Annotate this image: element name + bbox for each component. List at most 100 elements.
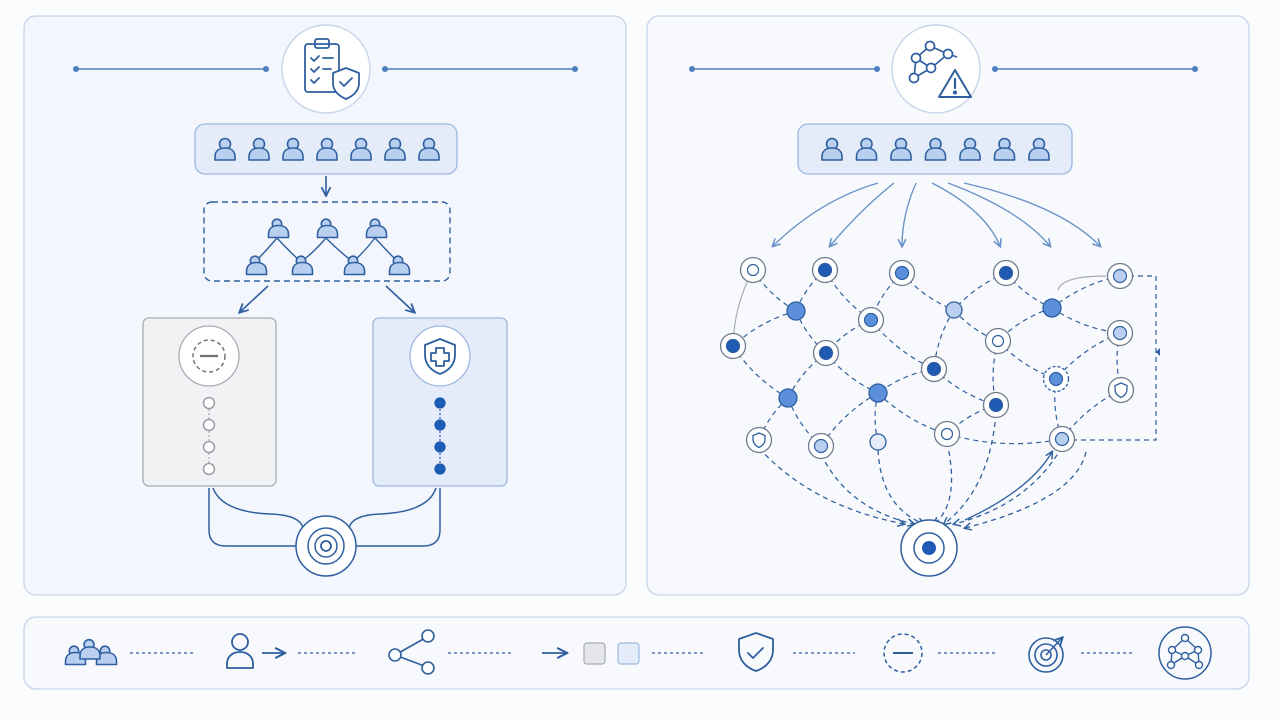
network-sink-edges [758,412,1087,528]
person-icon [418,137,440,161]
network-node-icon [786,301,806,321]
minus-circle-icon [192,339,226,373]
network-edge [732,345,789,399]
network-node-icon [778,388,798,408]
sink-edge [820,453,914,524]
gray-square-icon [583,642,606,665]
dashed-minus-circle-icon [883,633,923,673]
network-node-icon [984,327,1012,355]
person-icon [248,137,270,161]
network-nodes [719,256,1135,460]
legend-row [64,626,1212,680]
control-dot [202,462,216,476]
person-icon [350,137,372,161]
tree-edges [254,237,399,263]
network-node-icon [1106,319,1134,347]
network-edge [1061,389,1122,440]
network-node-icon [1042,365,1070,393]
treatment-dot [434,419,446,431]
person-icon [245,255,268,276]
person-icon [316,137,338,161]
left-group-people [214,137,440,161]
treatment-dot [434,397,446,409]
network-node-icon [739,256,767,284]
person-icon [821,137,843,161]
person-icon [855,137,878,161]
person-icon [388,255,411,276]
control-dot [202,396,216,410]
sink-edge [877,449,924,524]
target-arrow-icon [1028,638,1063,673]
sink-edge [964,452,1052,521]
person-icon [924,137,947,161]
shield-check-icon [738,632,774,672]
person-arrow-icon [226,633,284,669]
network-node-icon [857,306,885,334]
network-edge [820,392,879,447]
sink-edge [758,447,904,524]
person-icon [79,638,101,660]
network-node-icon [719,332,747,360]
network-node-icon [745,426,773,454]
network-node-icon [933,420,961,448]
network-node-icon [1106,262,1134,290]
control-branch [142,317,277,487]
stratified-tree-box [203,201,451,282]
network-node-icon [1107,376,1135,404]
treatment-dot [434,463,446,475]
network-node-icon [888,259,916,287]
person-icon [267,218,290,239]
control-dots [202,396,216,476]
treatment-branch [372,317,508,487]
person-icon [890,137,912,161]
network-node-icon [869,433,887,451]
treatment-dot [434,441,446,453]
network-node-icon [812,339,840,367]
network-node-icon [1042,298,1062,318]
sink-edge [944,412,997,524]
person-icon [959,137,981,161]
network-sink-target [900,519,958,577]
network-node-icon [807,432,835,460]
network-node-icon [945,301,963,319]
person-icon [214,137,236,161]
person-icon [993,137,1016,161]
network-node-icon [982,391,1010,419]
right-group-people [821,137,1050,161]
control-dot [202,418,216,432]
people-group-icon [64,638,118,666]
right-header [689,24,1198,114]
merge-target [295,515,357,577]
network-edge [1051,275,1121,309]
network-node-icon [992,259,1020,287]
exposure-arrows [773,182,1100,246]
merge-connectors [208,487,441,547]
sink-edge [954,446,1063,524]
person-icon [343,255,366,276]
sink-edge [965,451,1087,528]
person-icon [384,137,406,161]
person-icon [291,255,314,276]
person-icon [282,137,304,161]
share-network-icon [388,629,435,675]
blue-square-icon [617,642,640,665]
network-node-icon [868,383,888,403]
bracket-arrow [1156,348,1160,356]
network-circle-icon [1158,626,1212,680]
network-node-icon [920,355,948,383]
network-warning-icon [908,40,972,98]
person-icon [316,218,339,239]
network-node-icon [811,256,839,284]
network-edge [1057,275,1107,291]
left-header [73,24,578,114]
network-edge [1062,275,1157,441]
shield-plus-icon [424,338,456,375]
network-node-icon [1048,425,1076,453]
control-dot [202,440,216,454]
person-icon [1028,137,1050,161]
sink-edge [934,441,953,524]
tree-people [245,218,411,276]
clipboard-shield-icon [304,38,360,100]
treatment-dots [434,397,446,475]
